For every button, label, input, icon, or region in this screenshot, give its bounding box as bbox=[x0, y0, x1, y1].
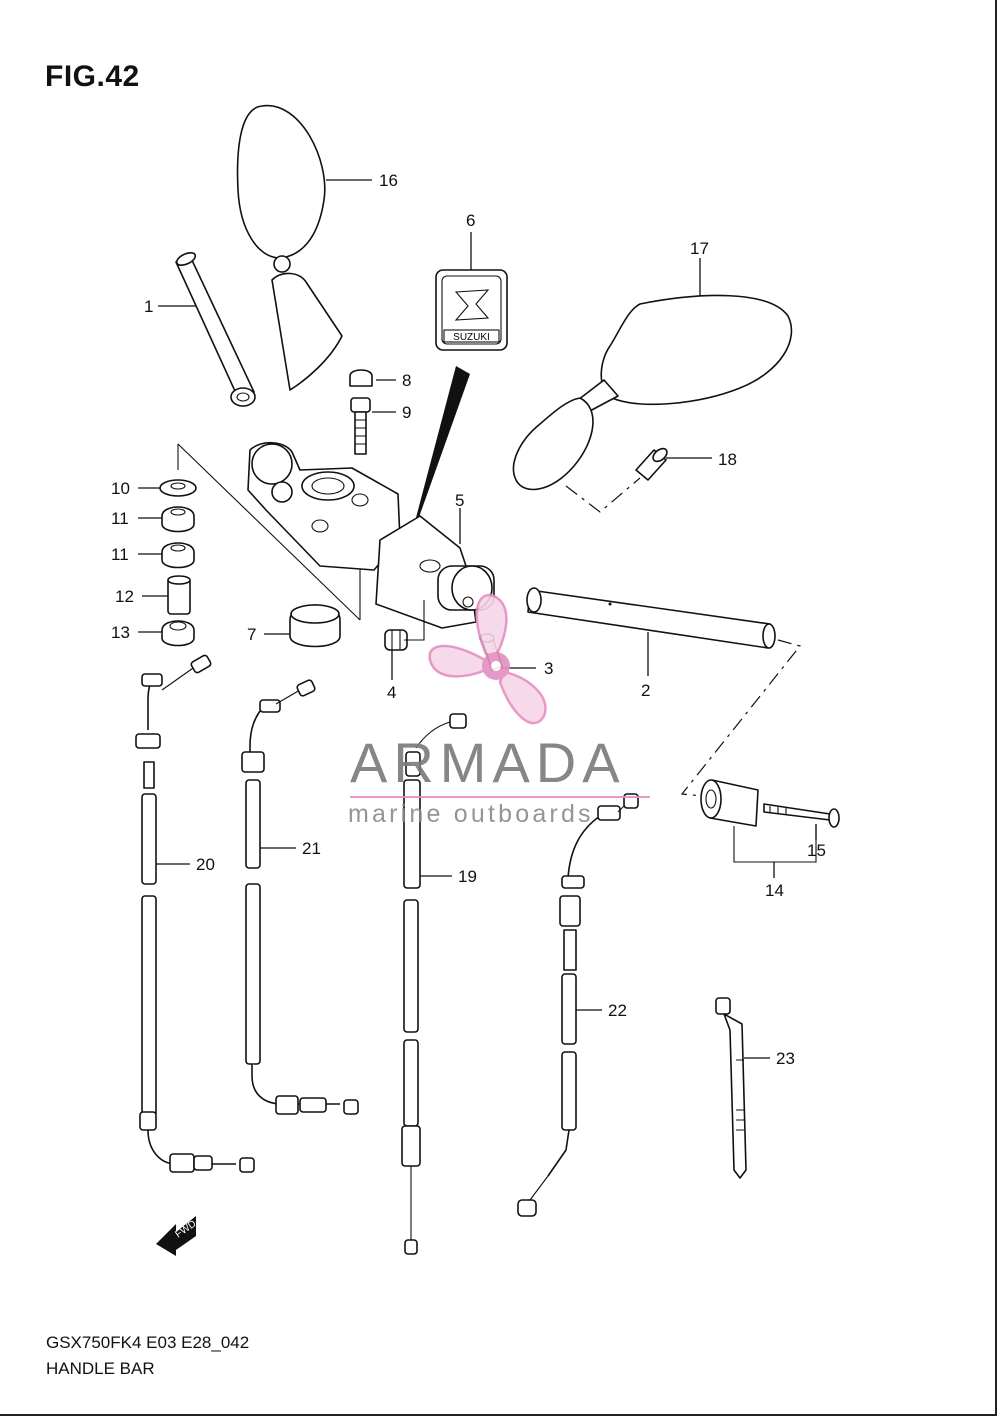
part-12-spacer[interactable] bbox=[167, 575, 191, 615]
label-part-6: 6 bbox=[466, 211, 475, 230]
label-part-21: 21 bbox=[302, 839, 321, 858]
figure-title: FIG.42 bbox=[45, 60, 140, 93]
part-4-nut[interactable] bbox=[384, 629, 408, 651]
part-15-screw[interactable] bbox=[763, 803, 840, 828]
part-14-balancer[interactable] bbox=[700, 779, 759, 827]
part-1-left-handlebar[interactable] bbox=[175, 250, 256, 407]
part-18-mirror-bolt[interactable] bbox=[635, 446, 669, 481]
label-part-5: 5 bbox=[455, 491, 464, 510]
propeller-logo-icon bbox=[428, 593, 547, 725]
label-part-19: 19 bbox=[458, 867, 477, 886]
nut-bolt-link-line bbox=[404, 600, 425, 641]
label-part-10: 10 bbox=[111, 479, 130, 498]
part-8-cap[interactable] bbox=[349, 369, 373, 387]
part-22-cable[interactable] bbox=[517, 793, 639, 1217]
part-number-labels: 1 2 3 4 5 6 7 8 9 10 11 11 12 13 14 15 1… bbox=[111, 171, 826, 1068]
part-23-cable-tie[interactable] bbox=[715, 997, 747, 1179]
part-10-washer[interactable] bbox=[159, 479, 197, 497]
part-11-cushion-upper[interactable] bbox=[161, 506, 195, 533]
part-2-right-handlebar[interactable] bbox=[526, 587, 776, 649]
part-14-group-bracket bbox=[733, 824, 817, 863]
watermark-tagline: marine outboards bbox=[348, 800, 594, 828]
part-16-left-mirror[interactable] bbox=[236, 104, 343, 391]
label-part-4: 4 bbox=[387, 683, 396, 702]
part-21-throttle-cable[interactable] bbox=[241, 679, 359, 1115]
section-name: HANDLE BAR bbox=[46, 1359, 155, 1378]
leader-lines bbox=[138, 179, 817, 1059]
label-part-23: 23 bbox=[776, 1049, 795, 1068]
part-17-right-mirror[interactable] bbox=[512, 294, 793, 513]
label-part-11b: 11 bbox=[111, 545, 129, 564]
part-11-cushion-lower[interactable] bbox=[161, 542, 195, 569]
badge-position-pointer bbox=[408, 366, 470, 548]
watermark-divider bbox=[350, 796, 650, 798]
label-part-13: 13 bbox=[111, 623, 130, 642]
label-part-17: 17 bbox=[690, 239, 709, 258]
part-6-suzuki-emblem[interactable]: SUZUKI bbox=[435, 269, 508, 351]
forward-direction-marker: FWD bbox=[156, 1216, 198, 1256]
label-part-12: 12 bbox=[115, 587, 134, 606]
label-part-14: 14 bbox=[765, 881, 784, 900]
label-part-7: 7 bbox=[247, 625, 256, 644]
assembly-bracket-left bbox=[177, 443, 361, 621]
label-part-16: 16 bbox=[379, 171, 398, 190]
label-part-11a: 11 bbox=[111, 509, 129, 528]
bar-end-alignment-line bbox=[680, 639, 802, 797]
part-20-throttle-cable[interactable] bbox=[135, 654, 255, 1173]
label-part-9: 9 bbox=[402, 403, 411, 422]
part-13-cushion-bottom[interactable] bbox=[161, 620, 195, 647]
label-part-15: 15 bbox=[807, 841, 826, 860]
label-part-3: 3 bbox=[544, 659, 553, 678]
watermark-brand: ARMADA bbox=[350, 731, 626, 794]
label-part-20: 20 bbox=[196, 855, 215, 874]
badge-text: SUZUKI bbox=[453, 332, 490, 343]
label-part-22: 22 bbox=[608, 1001, 627, 1020]
part-19-clutch-cable[interactable] bbox=[401, 713, 467, 1255]
label-part-1: 1 bbox=[144, 297, 153, 316]
part-7-grommet[interactable] bbox=[289, 604, 341, 648]
label-part-8: 8 bbox=[402, 371, 411, 390]
label-part-2: 2 bbox=[641, 681, 650, 700]
part-5-handlebar-holder[interactable] bbox=[247, 441, 495, 629]
model-code: GSX750FK4 E03 E28_042 bbox=[46, 1333, 250, 1352]
part-9-bolt[interactable] bbox=[350, 397, 371, 455]
watermark: ARMADA marine outboards bbox=[340, 590, 660, 840]
label-part-18: 18 bbox=[718, 450, 737, 469]
